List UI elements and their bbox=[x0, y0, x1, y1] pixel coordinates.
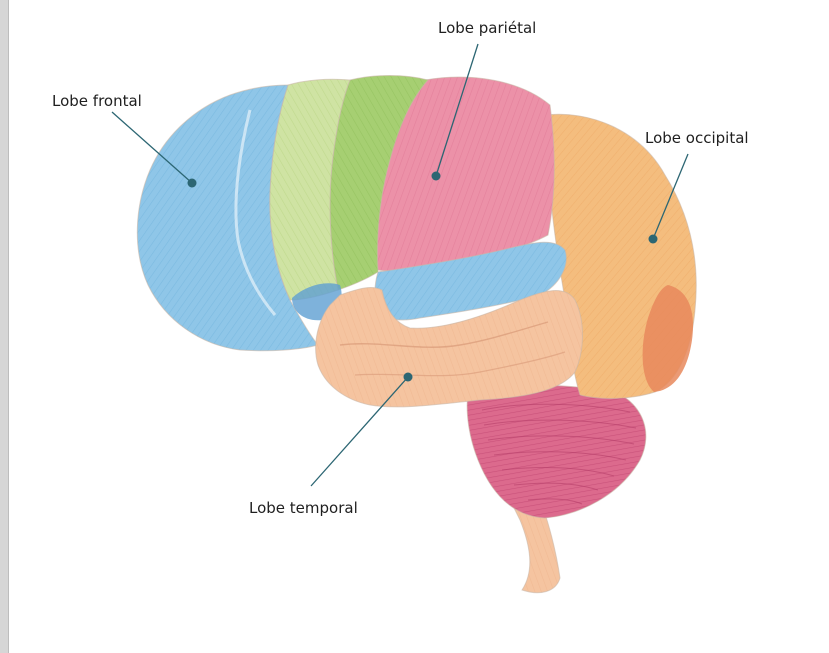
label-frontal: Lobe frontal bbox=[52, 92, 142, 110]
label-occipital: Lobe occipital bbox=[645, 129, 749, 147]
label-parietal: Lobe pariétal bbox=[438, 19, 536, 37]
frontal-marker-dot bbox=[188, 179, 197, 188]
label-temporal: Lobe temporal bbox=[249, 499, 358, 517]
parietal-marker-dot bbox=[432, 172, 441, 181]
occipital-marker-dot bbox=[649, 235, 658, 244]
temporal-marker-dot bbox=[404, 373, 413, 382]
